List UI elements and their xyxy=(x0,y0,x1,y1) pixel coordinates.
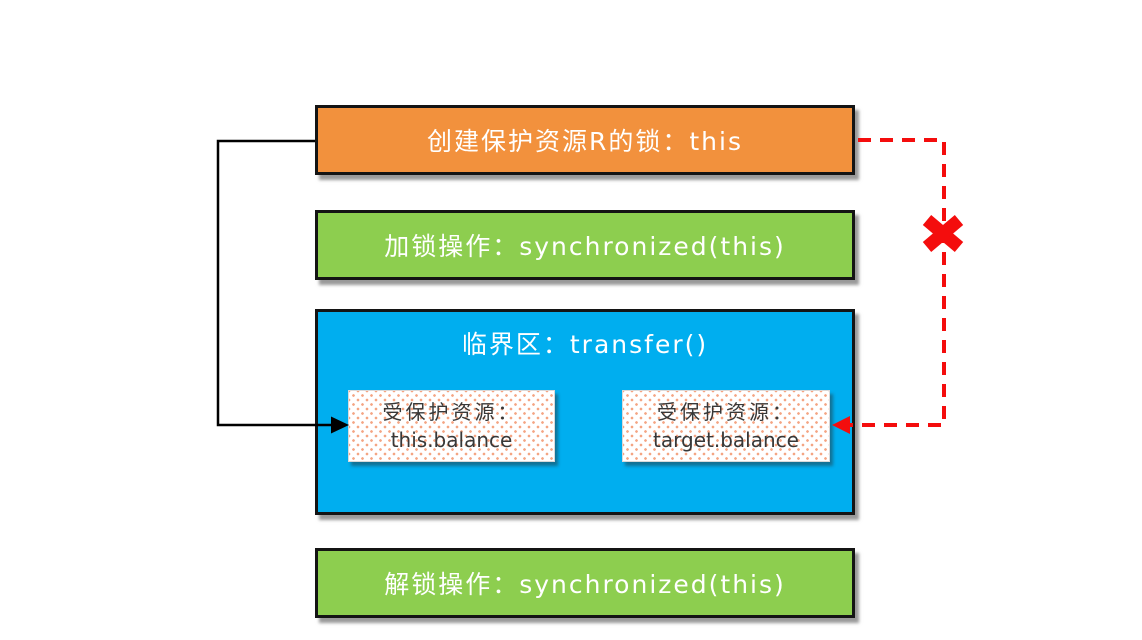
lock-operation-label: 加锁操作：synchronized(this) xyxy=(384,232,786,261)
resource-target-value: target.balance xyxy=(653,428,799,452)
red-dashed-connector-line xyxy=(849,138,946,427)
box-resource-this-balance: 受保护资源： this.balance xyxy=(348,390,555,462)
resource-this-label: 受保护资源： xyxy=(382,400,521,424)
blocked-x-icon xyxy=(922,215,964,252)
critical-section-title: 临界区：transfer() xyxy=(461,330,709,359)
unlock-operation-label: 解锁操作：synchronized(this) xyxy=(384,570,786,599)
box-lock-operation: 加锁操作：synchronized(this) xyxy=(315,210,855,280)
resource-this-value: this.balance xyxy=(390,428,513,452)
box-unlock-operation: 解锁操作：synchronized(this) xyxy=(315,548,855,618)
create-lock-label: 创建保护资源R的锁：this xyxy=(427,127,743,156)
box-create-lock: 创建保护资源R的锁：this xyxy=(315,105,855,175)
resource-target-label: 受保护资源： xyxy=(657,400,795,424)
box-resource-target-balance: 受保护资源： target.balance xyxy=(622,390,830,462)
